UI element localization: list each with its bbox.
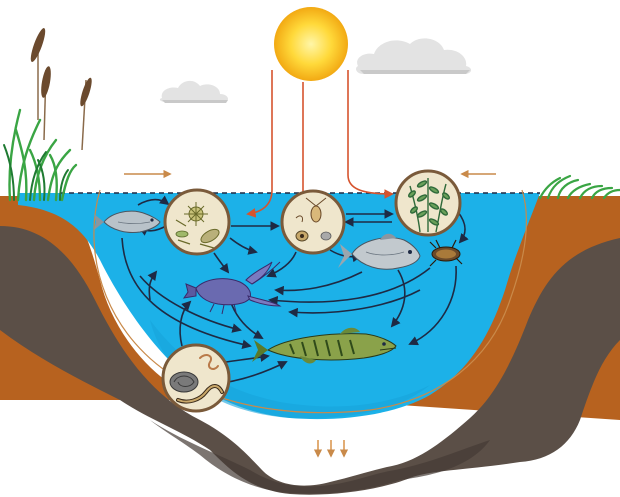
aquatic-plant-icon — [396, 171, 460, 235]
left-reeds — [4, 27, 94, 200]
leaching-arrows — [318, 440, 344, 456]
phytoplankton-icon — [165, 190, 229, 254]
zooplankton-icon — [282, 191, 344, 253]
right-grass — [540, 176, 620, 198]
sun-icon — [274, 7, 348, 81]
worm-snail-icon — [163, 345, 229, 411]
cloud-icon-right — [356, 38, 471, 74]
cloud-icon-left — [160, 81, 228, 103]
